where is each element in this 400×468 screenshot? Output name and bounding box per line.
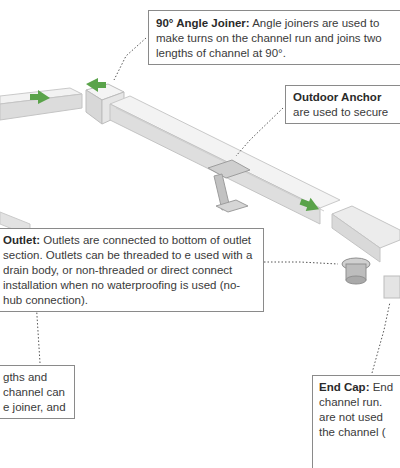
callout-heading: 90° Angle Joiner: [156, 17, 250, 29]
callout-heading: Outlet: [3, 234, 40, 246]
direction-arrow [30, 90, 50, 104]
leader-line [372, 302, 390, 373]
callout-box: Outdoor Anchorare used to secure [285, 85, 400, 124]
callout-box: End Cap: End channel run. are not used t… [312, 375, 400, 468]
callout-heading: Outdoor Anchor [293, 90, 396, 105]
callout-text: Outlets are connected to bottom of outle… [3, 234, 252, 306]
callout-box: gths and channel can e joiner, and [0, 365, 75, 419]
outlet-base [346, 276, 366, 284]
joiner-side [86, 90, 102, 124]
outlet-section-side [332, 214, 380, 262]
callout-text: gths and channel can e joiner, and [3, 371, 66, 413]
direction-arrow [86, 78, 106, 92]
callout-box: 90° Angle Joiner: Angle joiners are used… [148, 10, 400, 65]
leader-line [114, 38, 146, 80]
leader-line [236, 108, 283, 156]
anchor-foot [216, 200, 248, 212]
callout-heading: End Cap: [319, 381, 369, 393]
anchor-bracket [208, 160, 250, 178]
end-cap [384, 276, 400, 298]
leader-line [264, 262, 338, 264]
direction-arrow [298, 195, 322, 215]
callout-text: are used to secure [293, 106, 388, 118]
callout-box: Outlet: Outlets are connected to bottom … [0, 228, 264, 312]
